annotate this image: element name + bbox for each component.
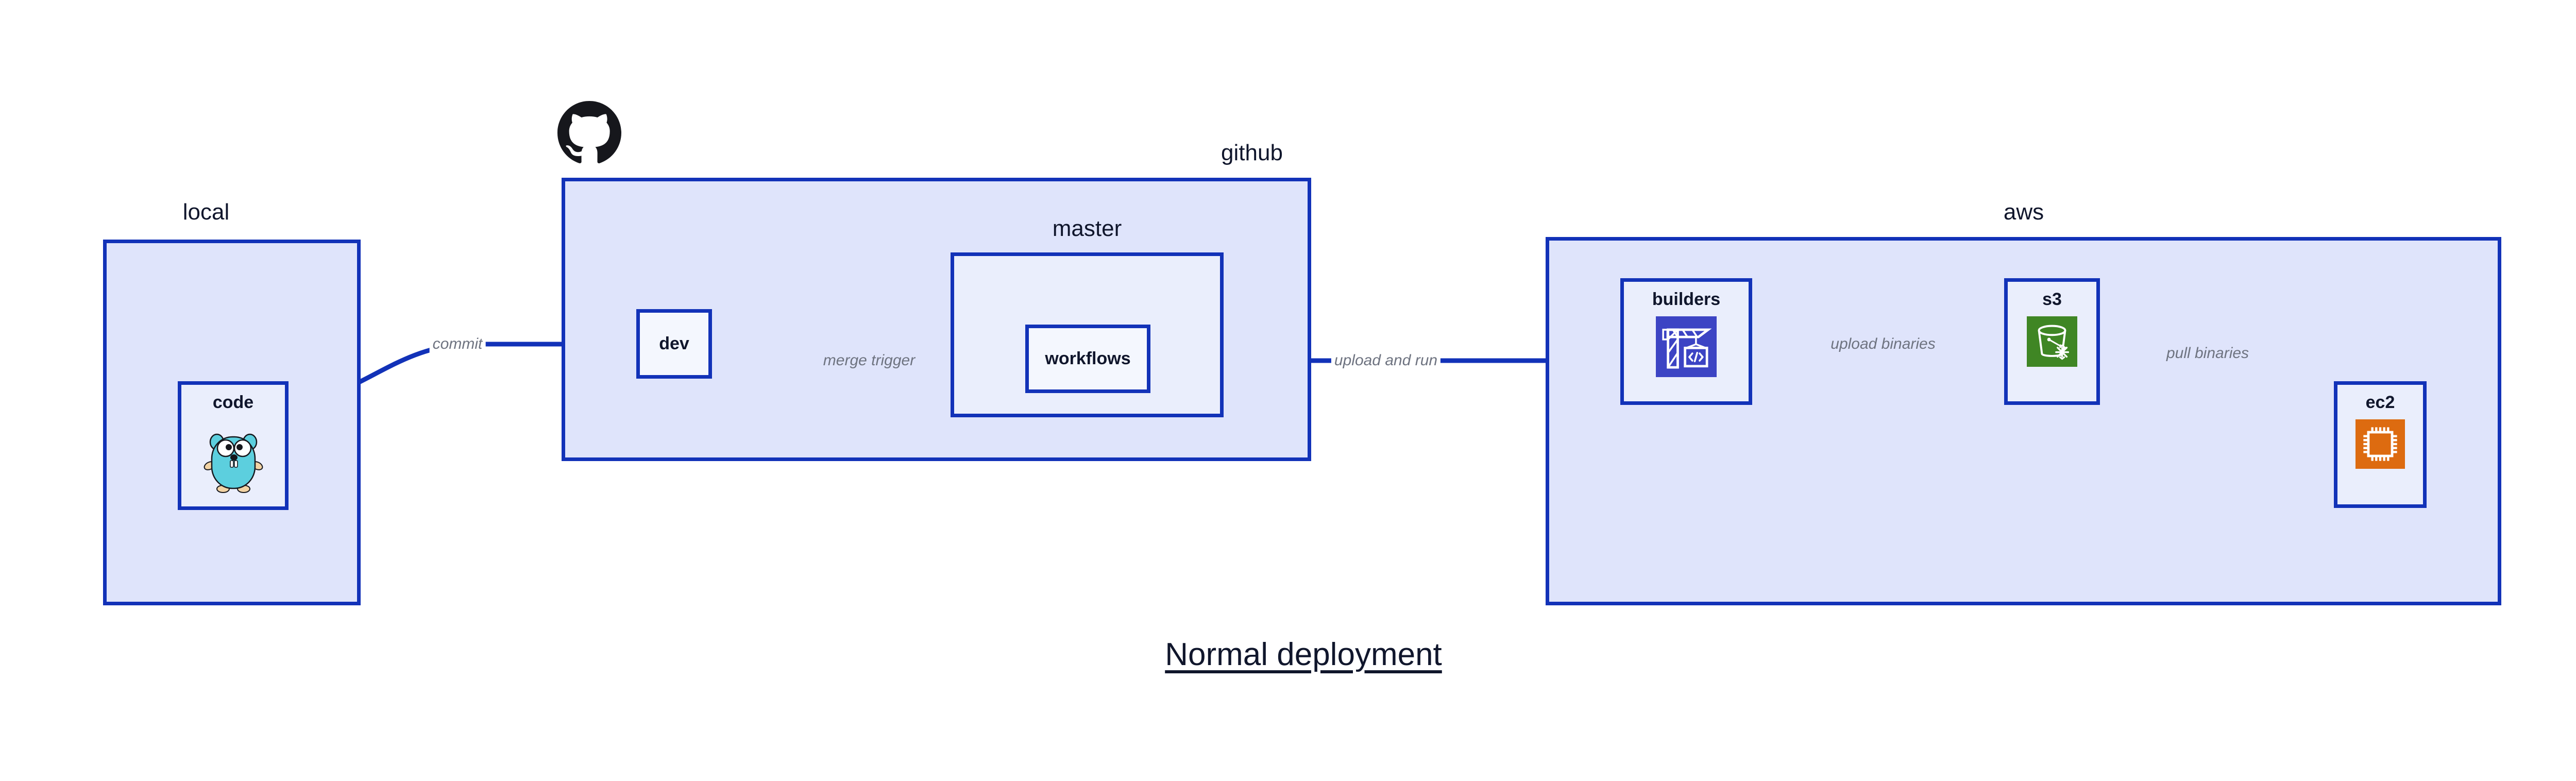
node-builders[interactable]: builders: [1620, 278, 1752, 405]
node-label-ec2: ec2: [2365, 393, 2395, 412]
edge-label-upload-and-run: upload and run: [1331, 352, 1441, 369]
group-label-local: local: [182, 199, 230, 225]
diagram-title: Normal deployment: [1165, 637, 1442, 672]
node-ec2[interactable]: ec2: [2334, 381, 2427, 508]
node-dev[interactable]: dev: [636, 309, 712, 379]
github-octocat-icon: [557, 101, 621, 163]
edge-label-upload-binaries: upload binaries: [1827, 335, 1939, 353]
node-label-code: code: [212, 393, 254, 412]
node-s3[interactable]: s3: [2004, 278, 2100, 405]
node-label-workflows: workflows: [1045, 348, 1131, 368]
go-gopher-icon: [204, 434, 263, 494]
node-code[interactable]: code: [178, 381, 289, 510]
node-workflows[interactable]: workflows: [1025, 325, 1150, 393]
aws-s3-glacier-icon: [2027, 316, 2077, 367]
edge-label-commit: commit: [429, 335, 486, 353]
edge-label-merge-trigger: merge trigger: [820, 352, 919, 369]
node-label-s3: s3: [2042, 290, 2062, 309]
aws-ec2-icon: [2355, 419, 2405, 469]
group-label-aws: aws: [2003, 199, 2044, 225]
group-label-master: master: [1052, 216, 1122, 241]
edge-label-pull-binaries: pull binaries: [2163, 345, 2252, 362]
aws-codebuild-icon: [1656, 316, 1717, 378]
node-label-builders: builders: [1652, 290, 1721, 309]
node-label-dev: dev: [659, 333, 689, 353]
group-label-github: github: [1221, 140, 1283, 165]
